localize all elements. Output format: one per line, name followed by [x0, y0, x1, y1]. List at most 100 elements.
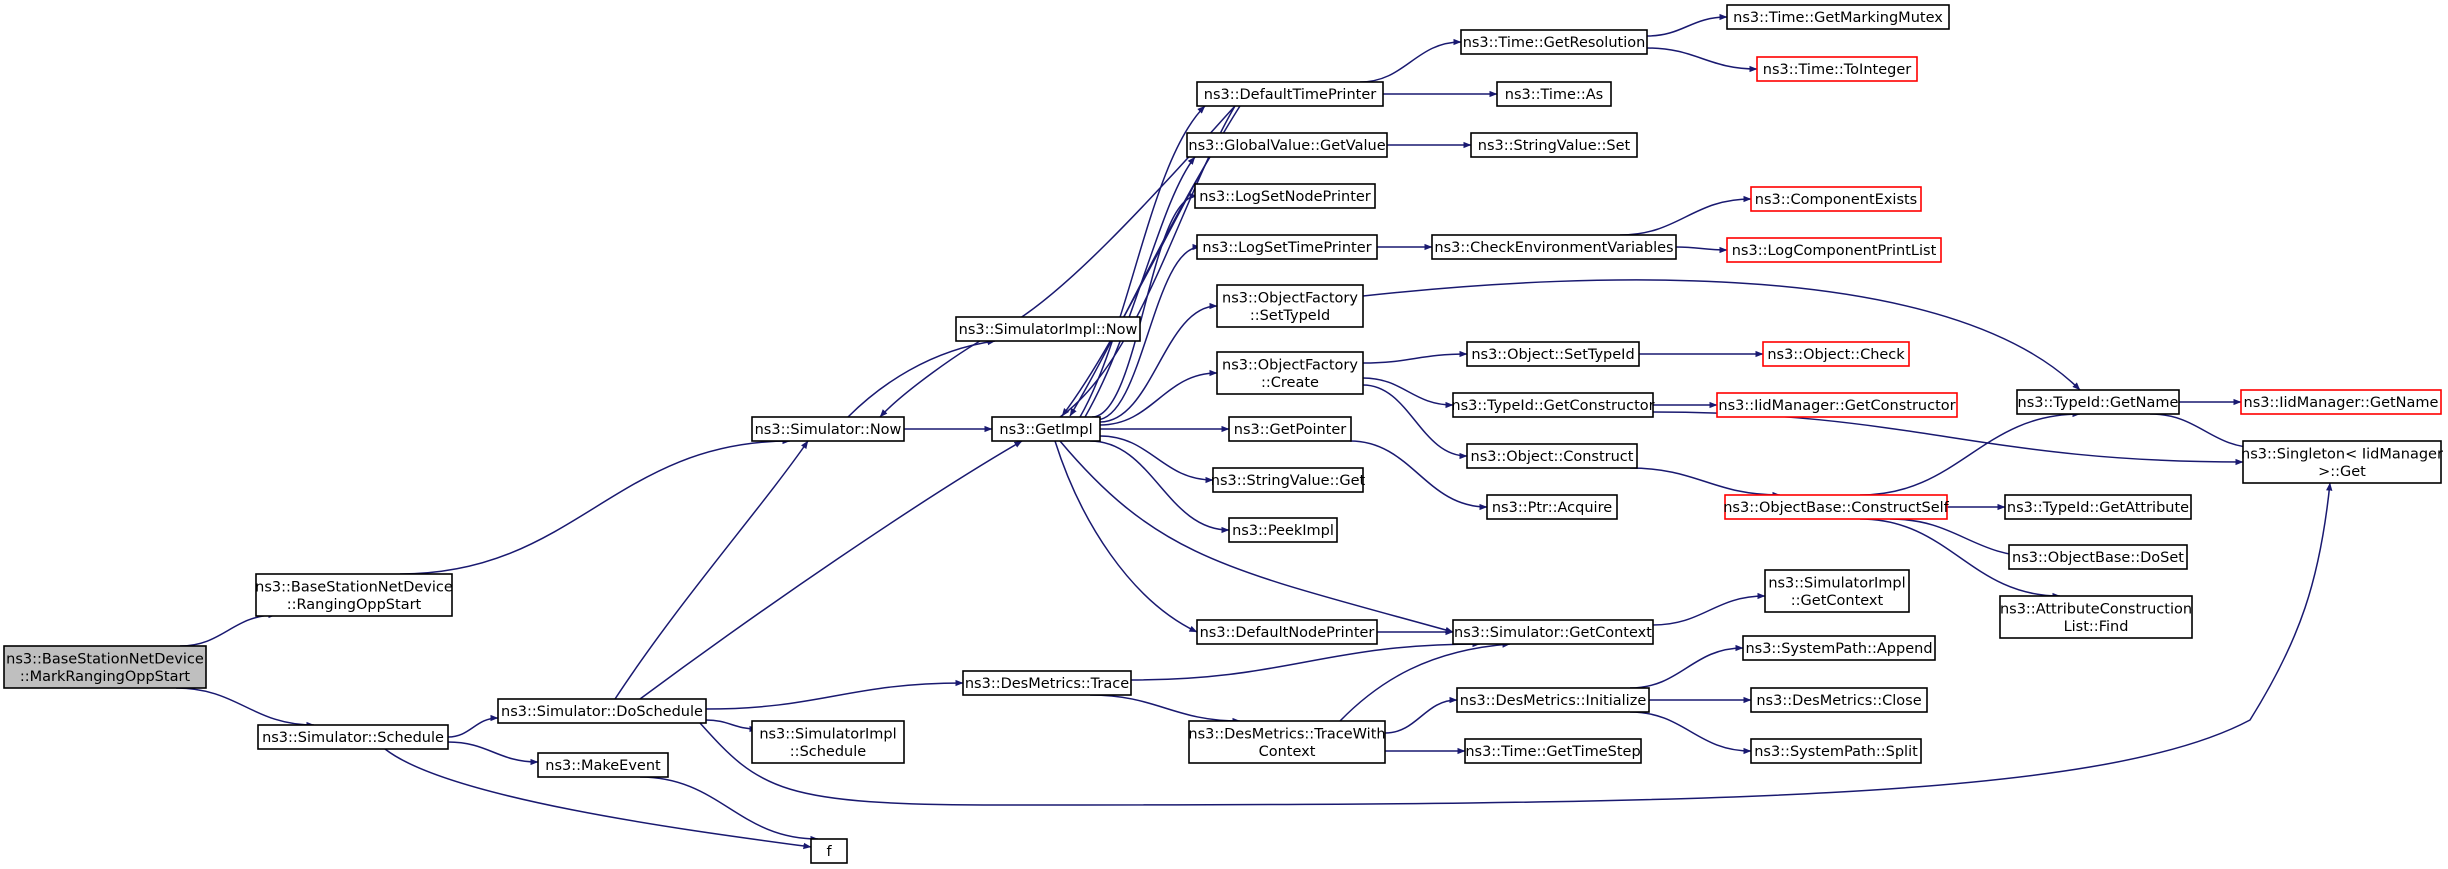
- node-box: [2240, 389, 2442, 415]
- edge-path: [705, 719, 758, 733]
- node-systempath-append[interactable]: ns3::SystemPath::Append: [1742, 635, 1936, 661]
- edge-sim_doschedule-to-singleton_get: [699, 482, 2333, 806]
- node-objectbase-doset[interactable]: ns3::ObjectBase::DoSet: [2008, 544, 2188, 570]
- node-box: [1216, 284, 1364, 328]
- node-typeid-getattribute[interactable]: ns3::TypeId::GetAttribute: [2004, 494, 2192, 520]
- node-getpointer[interactable]: ns3::GetPointer: [1228, 416, 1352, 442]
- edge-path: [1362, 377, 1454, 409]
- node-label: ::Schedule: [790, 744, 866, 760]
- node-box: [1716, 392, 1958, 418]
- edge-path: [175, 687, 315, 729]
- node-desmetrics-close[interactable]: ns3::DesMetrics::Close: [1750, 687, 1928, 713]
- node-label: ns3::DesMetrics::Close: [1756, 693, 1921, 709]
- node-iidmanager-getname[interactable]: ns3::IidManager::GetName: [2240, 389, 2442, 415]
- node-box: [1464, 738, 1642, 764]
- node-iidmanager-getconstructor[interactable]: ns3::IidManager::GetConstructor: [1716, 392, 1958, 418]
- node-object-settypeid[interactable]: ns3::Object::SetTypeId: [1466, 341, 1640, 367]
- node-desmetrics-trace[interactable]: ns3::DesMetrics::Trace: [962, 670, 1132, 696]
- node-systempath-split[interactable]: ns3::SystemPath::Split: [1750, 738, 1922, 764]
- node-default-node-printer[interactable]: ns3::DefaultNodePrinter: [1196, 619, 1378, 645]
- node-sim-doschedule[interactable]: ns3::Simulator::DoSchedule: [497, 698, 707, 724]
- node-time-tointeger[interactable]: ns3::Time::ToInteger: [1756, 56, 1918, 82]
- node-simimpl-schedule[interactable]: ns3::SimulatorImpl::Schedule: [751, 720, 905, 764]
- edge-path: [447, 714, 499, 738]
- node-label: ::MarkRangingOppStart: [20, 669, 191, 685]
- node-time-getresolution[interactable]: ns3::Time::GetResolution: [1460, 29, 1648, 55]
- node-typeid-getname[interactable]: ns3::TypeId::GetName: [2016, 389, 2180, 415]
- node-globalvalue-getvalue[interactable]: ns3::GlobalValue::GetValue: [1186, 132, 1388, 158]
- node-box: [962, 670, 1132, 696]
- node-object-check[interactable]: ns3::Object::Check: [1762, 341, 1910, 367]
- node-label: ns3::SystemPath::Split: [1754, 744, 1918, 760]
- node-sim-schedule[interactable]: ns3::Simulator::Schedule: [257, 724, 449, 750]
- node-label: ns3::TypeId::GetName: [2018, 395, 2179, 411]
- node-label: ns3::SimulatorImpl: [759, 726, 896, 742]
- node-f[interactable]: f: [810, 838, 848, 864]
- node-label: >::Get: [2318, 464, 2366, 480]
- node-label: ns3::Simulator::Schedule: [262, 730, 444, 746]
- edge-getimpl-to-stringvalue_get: [1099, 435, 1214, 484]
- edge-path: [1384, 696, 1458, 734]
- node-stringvalue-get[interactable]: ns3::StringValue::Get: [1211, 467, 1366, 493]
- node-label: ns3::SimulatorImpl: [1768, 575, 1905, 591]
- node-typeid-getconstructor[interactable]: ns3::TypeId::GetConstructor: [1451, 392, 1655, 418]
- node-bsnd-ranging[interactable]: ns3::BaseStationNetDevice::RangingOppSta…: [255, 573, 453, 617]
- node-box: [497, 698, 707, 724]
- node-peekimpl[interactable]: ns3::PeekImpl: [1228, 517, 1338, 543]
- node-time-gettimestep[interactable]: ns3::Time::GetTimeStep: [1464, 738, 1642, 764]
- edge-root-to-sim_schedule: [175, 687, 315, 729]
- edge-path: [447, 741, 539, 766]
- edge-path: [699, 482, 2333, 806]
- node-sim-getcontext[interactable]: ns3::Simulator::GetContext: [1452, 619, 1654, 645]
- node-logsetnodeprinter[interactable]: ns3::LogSetNodePrinter: [1194, 183, 1376, 209]
- edge-path: [614, 440, 809, 700]
- node-box: [1726, 237, 1942, 263]
- node-singleton-get[interactable]: ns3::Singleton< IidManager >::Get: [2241, 440, 2443, 484]
- node-objectbase-constructself[interactable]: ns3::ObjectBase::ConstructSelf: [1723, 494, 1950, 520]
- node-makeevent[interactable]: ns3::MakeEvent: [537, 752, 669, 778]
- node-getimpl[interactable]: ns3::GetImpl: [991, 416, 1101, 442]
- node-default-time-printer[interactable]: ns3::DefaultTimePrinter: [1196, 81, 1384, 107]
- edge-check_env_vars-to-logcomponent_printlist: [1675, 246, 1728, 254]
- edge-path: [1349, 440, 1488, 511]
- node-label: ns3::ObjectFactory: [1222, 357, 1358, 373]
- node-label: f: [826, 844, 832, 860]
- edge-path: [1652, 411, 2244, 466]
- node-logsettimeprinter[interactable]: ns3::LogSetTimePrinter: [1196, 234, 1378, 260]
- edge-default_time_printer-to-time_getresolution: [1359, 38, 1462, 83]
- node-object-construct[interactable]: ns3::Object::Construct: [1466, 443, 1638, 469]
- node-objfactory-create[interactable]: ns3::ObjectFactory::Create: [1216, 351, 1364, 395]
- node-box: [537, 752, 669, 778]
- node-label: ns3::GetPointer: [1234, 422, 1347, 438]
- node-label: ns3::CheckEnvironmentVariables: [1434, 240, 1673, 256]
- node-sim-now[interactable]: ns3::Simulator::Now: [751, 416, 905, 442]
- node-ptr-acquire[interactable]: ns3::Ptr::Acquire: [1486, 494, 1618, 520]
- node-simimpl-now[interactable]: ns3::SimulatorImpl::Now: [955, 316, 1141, 342]
- node-desmetrics-initialize[interactable]: ns3::DesMetrics::Initialize: [1456, 687, 1650, 713]
- node-label: ns3::LogComponentPrintList: [1732, 243, 1937, 259]
- node-label: ns3::SystemPath::Append: [1745, 641, 1932, 657]
- node-time-getmarkingmutex[interactable]: ns3::Time::GetMarkingMutex: [1726, 4, 1950, 30]
- node-box: [1750, 738, 1922, 764]
- edge-path: [879, 105, 1236, 418]
- node-box: [1750, 687, 1928, 713]
- node-box: [1186, 132, 1388, 158]
- node-box: [1196, 81, 1384, 107]
- node-logcomponent-printlist[interactable]: ns3::LogComponentPrintList: [1726, 237, 1942, 263]
- node-time-as[interactable]: ns3::Time::As: [1496, 81, 1612, 107]
- node-simimpl-getcontext[interactable]: ns3::SimulatorImpl::GetContext: [1764, 569, 1910, 613]
- edge-sim_schedule-to-sim_doschedule: [447, 714, 499, 738]
- node-label: ns3::GlobalValue::GetValue: [1188, 138, 1385, 154]
- node-box: [1228, 517, 1338, 543]
- node-box: [1228, 416, 1352, 442]
- node-component-exists[interactable]: ns3::ComponentExists: [1750, 186, 1922, 212]
- node-objfactory-settypeid[interactable]: ns3::ObjectFactory::SetTypeId: [1216, 284, 1364, 328]
- edge-sim_getcontext-to-simimpl_getcontext: [1652, 592, 1766, 626]
- node-box: [1470, 132, 1638, 158]
- node-stringvalue-set[interactable]: ns3::StringValue::Set: [1470, 132, 1638, 158]
- node-label: List::Find: [2064, 619, 2129, 635]
- node-check-env-vars[interactable]: ns3::CheckEnvironmentVariables: [1431, 234, 1677, 260]
- edge-sim_doschedule-to-getimpl: [639, 440, 1023, 700]
